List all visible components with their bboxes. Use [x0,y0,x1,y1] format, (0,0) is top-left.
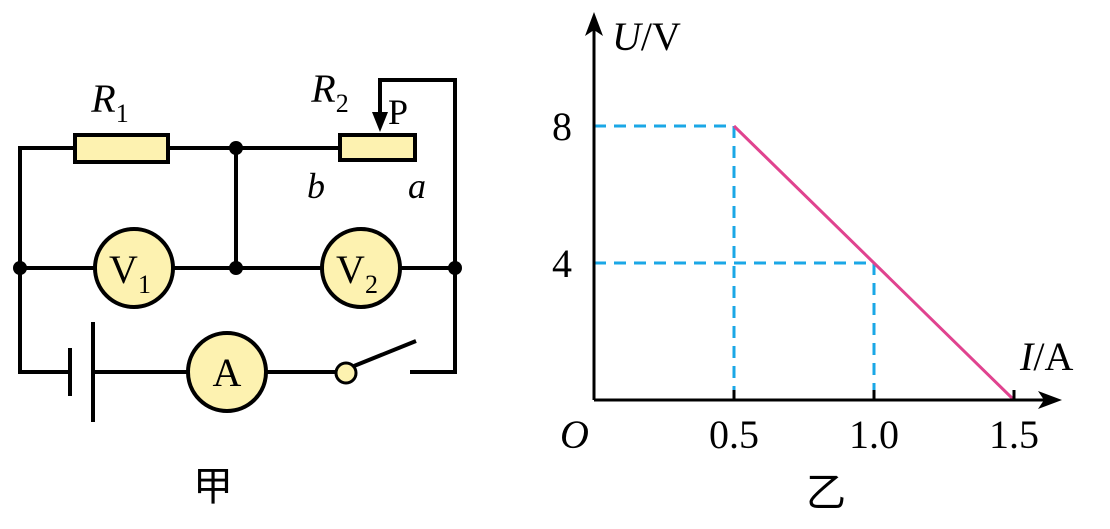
ammeter [186,331,268,413]
circuit-diagram: R1 R2 P b a V1 V2 A 甲 [13,66,462,509]
y-axis-arrow-icon [585,12,603,36]
origin-label: O [560,412,589,457]
slider-label: P [388,92,408,132]
junction-dot [13,261,27,275]
circuit-caption: 甲 [193,464,233,509]
junction-dot [229,261,243,275]
v2-label: V2 [336,247,378,299]
rheostat-r2 [338,133,417,162]
x-tick-label: 1.0 [849,412,899,457]
junction-dot [448,261,462,275]
r1-label: R1 [90,76,128,128]
x-tick-label: 0.5 [709,412,759,457]
voltmeter-v2 [320,227,402,309]
graph: 0.5 1.0 1.5 8 4 U/V I/A O 乙 [552,12,1073,515]
voltmeter-v1 [93,227,175,309]
resistor-r1 [73,133,170,164]
y-axis-label: U/V [612,14,681,59]
x-tick-label: 1.5 [989,412,1039,457]
graph-caption: 乙 [806,470,846,515]
ammeter-label: A [213,350,242,395]
x-axis-label: I/A [1019,334,1073,379]
guide-lines [594,124,876,400]
end-b-label: b [307,166,325,206]
tick-marks [732,390,1016,400]
junction-dot [229,141,243,155]
x-axis-arrow-icon [1038,391,1062,409]
slider-arrow-icon [372,112,388,132]
r2-label: R2 [310,66,348,118]
tick-labels: 0.5 1.0 1.5 8 4 [552,104,1039,457]
switch-pivot [334,361,358,385]
y-tick-label: 8 [552,104,572,149]
series-line [732,124,1016,402]
y-tick-label: 4 [552,241,572,286]
switch-blade [353,339,417,368]
v1-label: V1 [109,247,151,299]
end-a-label: a [408,166,426,206]
